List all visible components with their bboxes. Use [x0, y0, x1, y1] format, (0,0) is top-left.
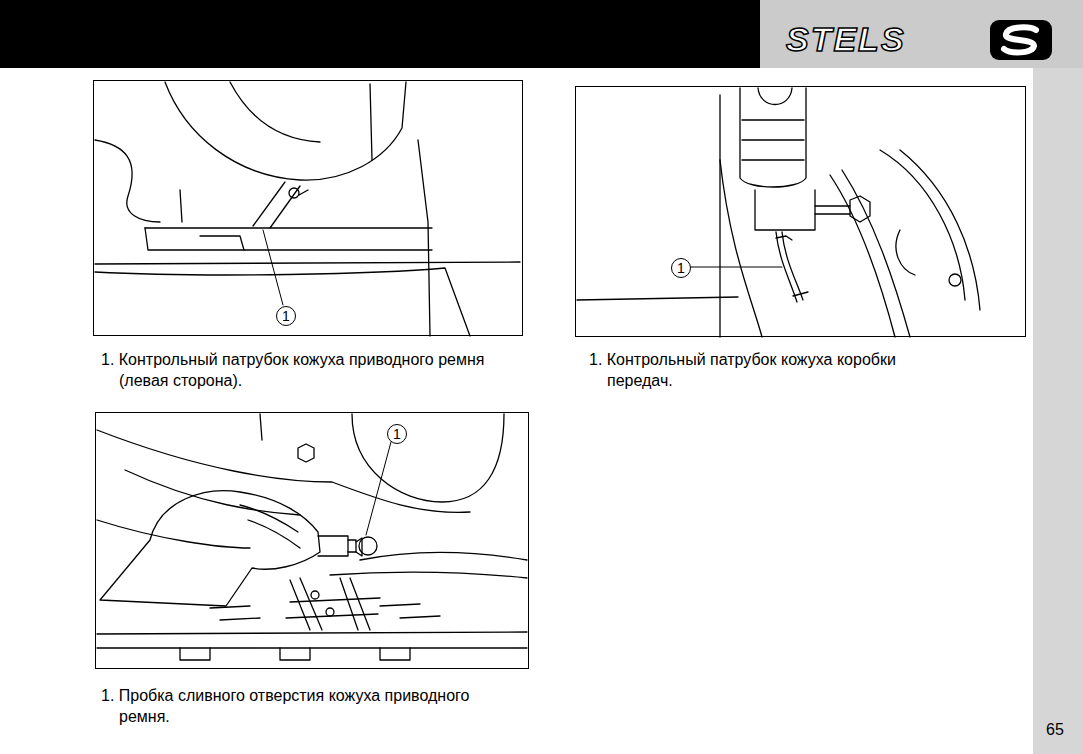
figure-caption: 1. Пробка сливного отверстия кожуха прив…: [101, 685, 521, 727]
callout-number: 1: [393, 427, 401, 441]
header-bar: [0, 0, 760, 68]
callout-circle: 1: [387, 424, 407, 444]
callout-number: 1: [677, 261, 685, 275]
figure-caption: 1. Контрольный патрубок кожуха приводног…: [101, 349, 486, 391]
gearbox-cover-illustration: [577, 88, 980, 337]
page-number: 65: [1046, 722, 1064, 738]
callout-number: 1: [282, 309, 290, 323]
illustration-frame: 1. Контрольный патрубок кожуха коробки п…: [575, 86, 1026, 337]
brand-logo: STELS: [786, 22, 906, 56]
callout-circle: 1: [276, 306, 296, 326]
illustration-frame: 1. Контрольный патрубок кожуха приводног…: [93, 80, 523, 336]
figure-caption: 1. Контрольный патрубок кожуха коробки п…: [589, 349, 959, 391]
side-strip: [1033, 68, 1083, 754]
drain-plug-illustration: [97, 414, 527, 660]
logo-badge: [990, 20, 1052, 60]
header-panel: [760, 0, 1083, 68]
callout-circle: 1: [671, 258, 691, 278]
belt-cover-illustration: [95, 82, 520, 336]
illustration-frame: 1. Пробка сливного отверстия кожуха прив…: [95, 412, 529, 669]
